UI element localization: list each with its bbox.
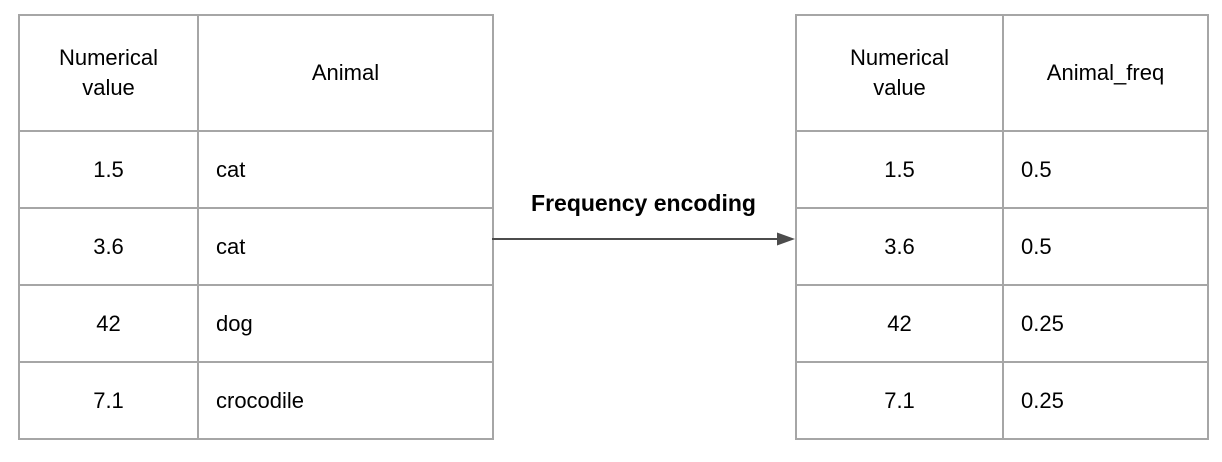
header-animal: Animal: [197, 14, 494, 132]
numerical-value-cell: 42: [18, 284, 199, 363]
numerical-value-cell: 1.5: [795, 130, 1004, 209]
header-numerical-value-label: Numerical value: [849, 45, 950, 100]
animal-freq-cell: 0.5: [1002, 207, 1209, 286]
animal-cell: cat: [197, 207, 494, 286]
table-header-row: Numerical value Animal_freq: [795, 14, 1209, 132]
header-numerical-value-label: Numerical value: [58, 45, 159, 100]
animal-freq-cell: 0.25: [1002, 361, 1209, 440]
animal-cell: crocodile: [197, 361, 494, 440]
header-animal-label: Animal: [311, 60, 380, 85]
header-numerical-value: Numerical value: [18, 14, 199, 132]
table-header-row: Numerical value Animal: [18, 14, 494, 132]
animal-cell: cat: [197, 130, 494, 209]
numerical-value-cell: 42: [795, 284, 1004, 363]
animal-freq-cell: 0.25: [1002, 284, 1209, 363]
numerical-value-cell: 3.6: [18, 207, 199, 286]
arrow-label: Frequency encoding: [531, 190, 756, 216]
numerical-value-cell: 3.6: [795, 207, 1004, 286]
right-arrow-icon: [492, 232, 795, 246]
animal-freq-cell: 0.5: [1002, 130, 1209, 209]
transform-connector: Frequency encoding: [492, 188, 795, 248]
header-animal-freq: Animal_freq: [1002, 14, 1209, 132]
animal-cell: dog: [197, 284, 494, 363]
numerical-value-cell: 7.1: [18, 361, 199, 440]
header-numerical-value: Numerical value: [795, 14, 1004, 132]
numerical-value-cell: 1.5: [18, 130, 199, 209]
header-animal-freq-label: Animal_freq: [1046, 60, 1165, 85]
numerical-value-cell: 7.1: [795, 361, 1004, 440]
